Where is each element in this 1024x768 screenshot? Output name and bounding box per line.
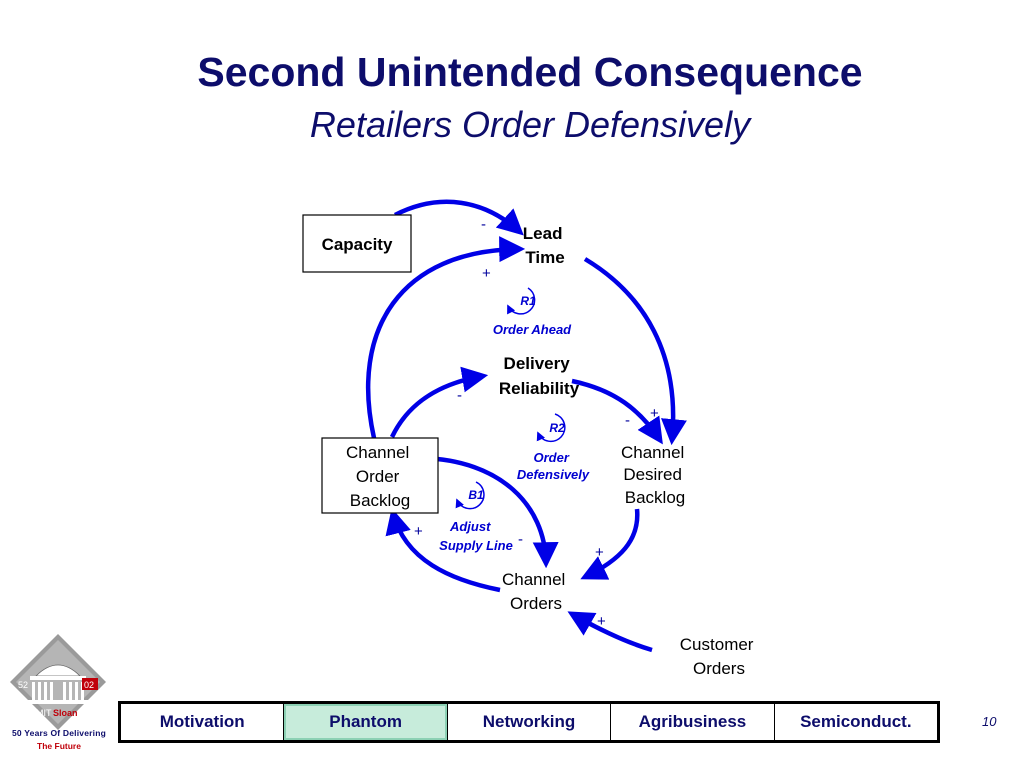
sign-capacity-lead-time: - — [481, 216, 486, 233]
customer-orders-node: Customer Orders — [680, 635, 758, 678]
logo-tagline-2: The Future — [37, 741, 81, 751]
loop-r1-name: Order Ahead — [493, 322, 572, 337]
tab-networking[interactable]: Networking — [448, 704, 612, 740]
link-lead-time-to-desired — [583, 257, 687, 446]
tab-motivation[interactable]: Motivation — [121, 704, 285, 740]
channel-orders-node: Channel Orders — [502, 570, 570, 613]
link-backlog-to-orders — [421, 455, 559, 569]
tab-semiconduct[interactable]: Semiconduct. — [800, 712, 912, 731]
mit-sloan-logo: 52 02 MIT Sloan — [10, 634, 106, 730]
sign-customer-orders: + — [597, 613, 606, 630]
loop-b1-arc — [455, 481, 485, 510]
sign-backlog-reliability: - — [457, 387, 462, 404]
link-orders-to-backlog — [385, 507, 501, 593]
link-reliability-to-desired — [571, 378, 663, 445]
loop-r2-name: Order Defensively — [517, 450, 590, 482]
slide-title: Second Unintended Consequence — [197, 49, 863, 95]
capacity-node-box — [302, 214, 412, 273]
loop-r1-arc — [507, 287, 536, 315]
sign-backlog-orders: - — [518, 531, 523, 548]
sign-backlog-lead-time: + — [482, 265, 491, 282]
slide-subtitle: Retailers Order Defensively — [309, 104, 751, 145]
sign-orders-backlog: + — [414, 523, 423, 540]
sign-lead-time-desired: + — [650, 405, 659, 422]
channel-order-backlog-node: Channel Order Backlog — [346, 443, 414, 510]
section-nav: Motivation Phantom Networking Agribusine… — [118, 701, 940, 743]
link-desired-to-orders — [580, 508, 640, 580]
link-capacity-to-lead-time — [393, 199, 524, 236]
page-number: 10 — [982, 714, 997, 729]
causal-loop-diagram: Capacity Lead Time Delivery Reliability … — [302, 199, 758, 678]
logo-mit: MIT — [36, 708, 52, 718]
logo-right-num: 02 — [84, 680, 94, 690]
logo-tagline-1: 50 Years Of Delivering — [11, 728, 106, 738]
channel-order-backlog-box — [321, 437, 439, 514]
sign-desired-orders: + — [595, 544, 604, 561]
channel-desired-backlog-node: Channel Desired Backlog — [621, 443, 689, 507]
loop-b1-name: Adjust Supply Line — [439, 519, 513, 553]
logo-left-num: 52 — [18, 680, 28, 690]
delivery-reliability-node: Delivery Reliability — [499, 354, 580, 398]
loop-r2-id: R2 — [549, 421, 565, 435]
lead-time-node: Lead Time — [523, 224, 567, 267]
link-customer-to-orders — [567, 611, 653, 653]
loop-r2-arc — [536, 413, 566, 443]
link-backlog-to-reliability — [389, 366, 489, 438]
loop-b1-id: B1 — [468, 488, 484, 502]
sign-reliability-desired: - — [625, 412, 630, 429]
link-backlog-to-lead-time — [365, 236, 526, 439]
tab-phantom[interactable]: Phantom — [284, 704, 448, 740]
logo-sloan: Sloan — [53, 708, 78, 718]
tab-agribusiness[interactable]: Agribusiness — [611, 704, 775, 740]
loop-r1-id: R1 — [520, 294, 536, 308]
capacity-node: Capacity — [322, 235, 393, 254]
